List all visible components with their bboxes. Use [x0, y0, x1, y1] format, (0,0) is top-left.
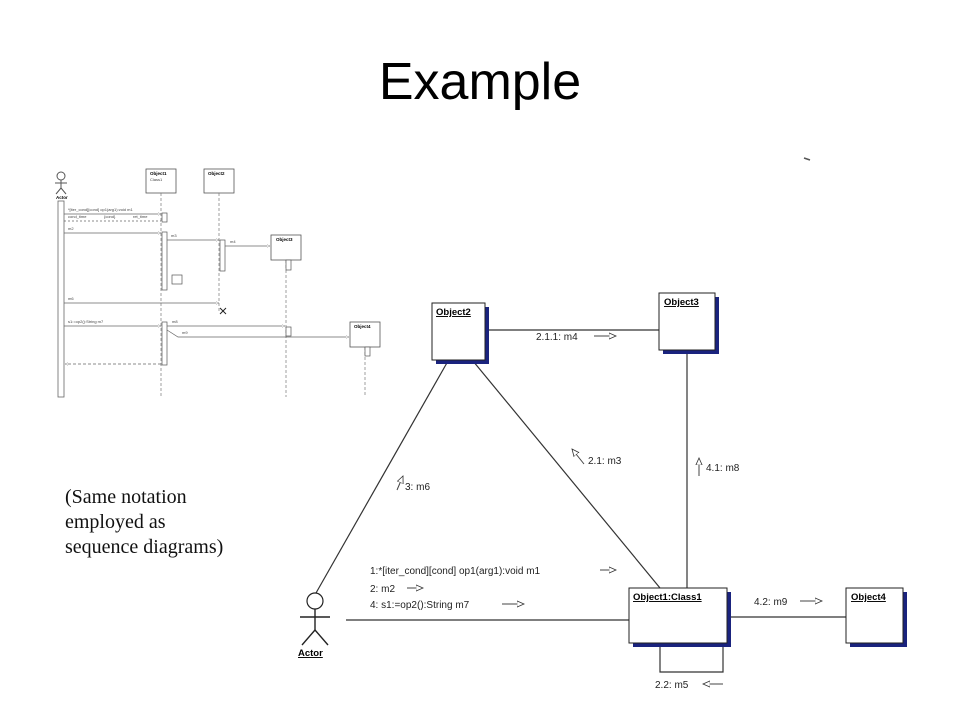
object3-label: Object3	[664, 297, 699, 308]
object3-box: Object3	[658, 292, 719, 354]
note-line: sequence diagrams)	[65, 536, 224, 558]
seq-object1-label: Object1	[150, 171, 167, 176]
seq-msg-m2: m2	[68, 226, 74, 231]
seq-activations	[161, 212, 371, 366]
seq-guard-2: {cond}	[104, 214, 116, 219]
object1-box: Object1:Class1	[628, 587, 731, 647]
note-line: (Same notation	[65, 486, 187, 508]
seq-object4-label: Object4	[354, 324, 371, 329]
stray-mark	[803, 157, 811, 161]
seq-msg-m7: s1:=op2():String m7	[68, 319, 104, 324]
seq-object3-label: Object3	[276, 237, 293, 242]
msg-m8-label: 4.1: m8	[706, 463, 740, 474]
seq-msg-m8: m8	[172, 319, 178, 324]
collab-actor: Actor	[298, 592, 330, 659]
collaboration-diagram: Object2 Object3 Object1:Class1 Object4	[298, 292, 907, 691]
msg-m4-label: 2.1.1: m4	[536, 332, 578, 343]
sequence-actor-label: Actor	[56, 195, 68, 200]
seq-msg-m9: m9	[182, 330, 188, 335]
object2-label: Object2	[436, 307, 471, 318]
seq-destroy-mark	[219, 307, 227, 315]
seq-object1: Object1 Class1	[145, 168, 177, 194]
object4-label: Object4	[851, 592, 887, 603]
collab-links	[315, 329, 846, 673]
sequence-actor: Actor	[55, 171, 68, 200]
seq-object4: Object4	[349, 321, 381, 348]
seq-lifelines	[160, 193, 366, 397]
seq-object2: Object2	[203, 168, 235, 194]
notation-note: (Same notation employed as sequence diag…	[65, 485, 295, 560]
seq-object1-class: Class1	[150, 177, 163, 182]
object4-box: Object4	[845, 587, 907, 647]
seq-guard-3: ret_time	[133, 214, 148, 219]
seq-msg-m6: m6	[68, 296, 74, 301]
msg-m3-label: 2.1: m3	[588, 456, 622, 467]
seq-msg-m3: m3	[171, 233, 177, 238]
msg-m6-label: 3: m6	[405, 482, 430, 493]
seq-messages	[64, 214, 349, 364]
msg-m2-label: 2: m2	[370, 584, 395, 595]
sequence-diagram: Actor Object1 Class1 Object2 Object3 Obj…	[55, 157, 811, 398]
object1-label: Object1:Class1	[633, 592, 702, 603]
seq-object2-label: Object2	[208, 171, 225, 176]
seq-guard-1: cond_time	[68, 214, 87, 219]
slide-title: Example	[378, 53, 582, 111]
object2-box: Object2	[431, 302, 489, 364]
seq-msg-m4: m4	[230, 239, 236, 244]
msg-m1-label: 1:*[iter_cond][cond] op1(arg1):void m1	[370, 566, 541, 577]
seq-object3: Object3	[270, 234, 302, 261]
actor-activation	[57, 200, 65, 398]
note-line: employed as	[65, 511, 166, 533]
msg-m7-label: 4: s1:=op2():String m7	[370, 600, 470, 611]
msg-m5-label: 2.2: m5	[655, 680, 689, 691]
collab-message-arrows	[397, 336, 822, 684]
collab-actor-label: Actor	[298, 648, 323, 659]
msg-m9-label: 4.2: m9	[754, 597, 788, 608]
seq-msg-top: *[iter_cond][cond] op1(arg1):void m1	[68, 207, 133, 212]
